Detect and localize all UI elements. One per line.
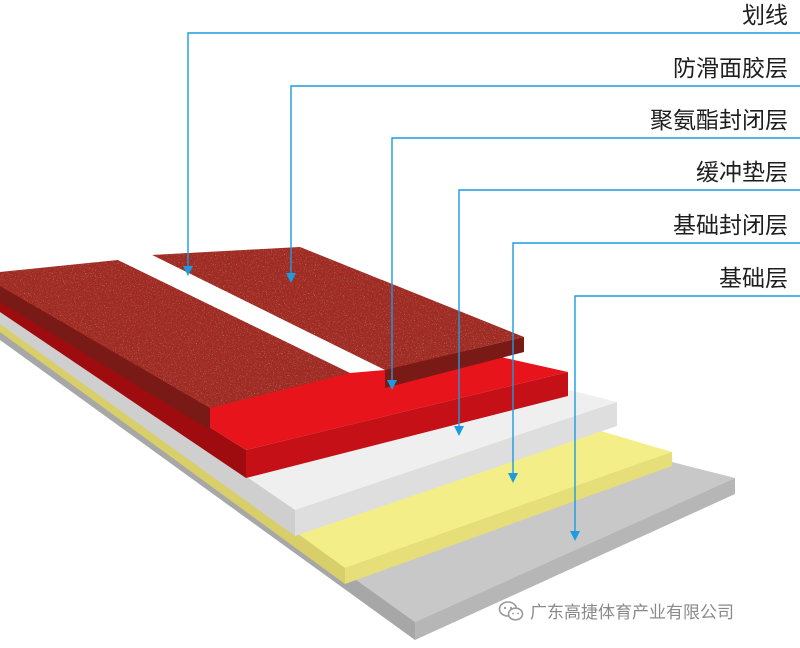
layer-wear-right-front [385,337,524,388]
watermark: 广东高捷体育产业有限公司 [498,598,734,623]
layer-cushion-front [295,402,617,536]
leader-lines [187,32,800,533]
layer-pu-seal-side [0,296,246,478]
layer-wear-right [152,247,524,388]
watermark-text: 广东高捷体育产业有限公司 [530,603,734,623]
arrowhead-pu-seal [387,380,397,390]
arrowhead-line [183,266,193,276]
leader-wear [290,85,800,275]
label-line: 划线 [742,3,788,29]
leader-cushion [458,189,800,428]
layer-cushion-side [0,308,295,536]
leader-base [574,295,800,533]
label-wear-layer: 防滑面胶层 [673,56,788,82]
label-cushion: 缓冲垫层 [696,160,788,186]
leader-pu-seal [391,137,800,382]
label-base: 基础层 [719,266,788,292]
layer-pu-seal-front [246,372,568,478]
layer-wear-right-top [152,247,524,370]
leader-arrowheads [183,266,580,541]
layer-wear-left-top [0,260,350,408]
layer-wear-left-side [0,286,210,430]
arrowhead-wear [286,273,296,283]
line-marking [118,255,385,373]
layer-base-front [415,478,735,640]
label-pu-seal: 聚氨酯封闭层 [650,108,788,134]
layer-base-seal-front [345,452,672,584]
label-base-seal: 基础封闭层 [673,213,788,239]
arrowhead-base [570,531,580,541]
leader-line [187,32,800,268]
leader-base-seal [512,242,800,475]
layer-wear-left [0,260,350,430]
wechat-icon [498,600,524,621]
arrowhead-cushion [454,426,464,436]
arrowhead-base-seal [508,473,518,483]
